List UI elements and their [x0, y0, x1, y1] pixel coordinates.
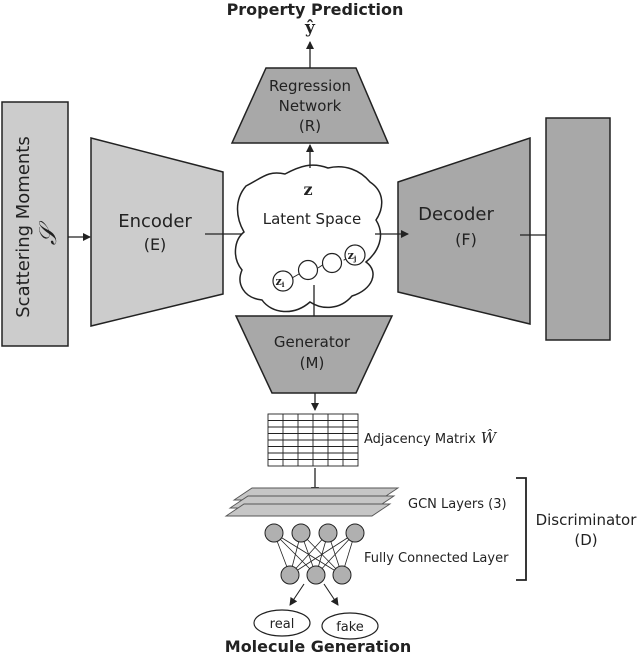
latent-zi-label: zi	[276, 275, 285, 289]
input-box	[1, 101, 69, 347]
discriminator-name: Discriminator	[536, 511, 638, 529]
outcome-fake-label: fake	[336, 620, 364, 635]
encoder-block	[90, 137, 224, 327]
encoder-letter: (E)	[144, 235, 167, 254]
latent-node	[297, 259, 319, 281]
input-label: Scattering Moments	[13, 136, 34, 318]
latent-space-label: Latent Space	[263, 210, 362, 228]
fc-node-top	[345, 523, 365, 543]
prediction-symbol: ŷ	[304, 18, 316, 38]
title-molecule-generation: Molecule Generation	[225, 637, 411, 655]
outcome-real-label: real	[270, 617, 295, 632]
output-box	[545, 117, 611, 341]
regression-letter: (R)	[299, 117, 321, 135]
latent-space-blob	[234, 164, 383, 313]
latent-z-symbol: z	[303, 180, 312, 199]
regression-line2: Network	[279, 97, 342, 115]
title-property-prediction: Property Prediction	[227, 0, 404, 19]
generator-block	[234, 315, 394, 394]
fc-node-top	[318, 523, 338, 543]
regression-line1: Regression	[269, 77, 351, 95]
outcome-real	[253, 609, 311, 637]
latent-node-zj	[344, 244, 366, 266]
fc-node-bottom	[306, 565, 326, 585]
decoder-block	[397, 136, 531, 325]
discriminator-letter: (D)	[574, 531, 597, 549]
generator-name: Generator	[274, 333, 351, 351]
encoder-name: Encoder	[118, 211, 192, 232]
gcn-label: GCN Layers (3)	[408, 497, 507, 512]
arrow-to-real	[289, 583, 305, 606]
outcome-fake	[321, 612, 379, 640]
adjacency-matrix-grid	[267, 413, 359, 467]
fc-label: Fully Connected Layer	[364, 551, 509, 566]
fc-node-top	[291, 523, 311, 543]
latent-zj-label: zj	[348, 249, 357, 263]
gcn-layer	[224, 503, 392, 517]
latent-node	[321, 252, 343, 274]
fc-node-top	[264, 523, 284, 543]
discriminator-bracket	[516, 477, 527, 581]
decoder-name: Decoder	[418, 204, 494, 225]
latent-node-zi	[272, 270, 294, 292]
generator-letter: (M)	[300, 354, 325, 372]
decoder-letter: (F)	[455, 230, 477, 249]
regression-network-block	[230, 67, 390, 144]
fc-node-bottom	[332, 565, 352, 585]
fc-node-bottom	[280, 565, 300, 585]
arrow-to-fake	[323, 583, 339, 606]
